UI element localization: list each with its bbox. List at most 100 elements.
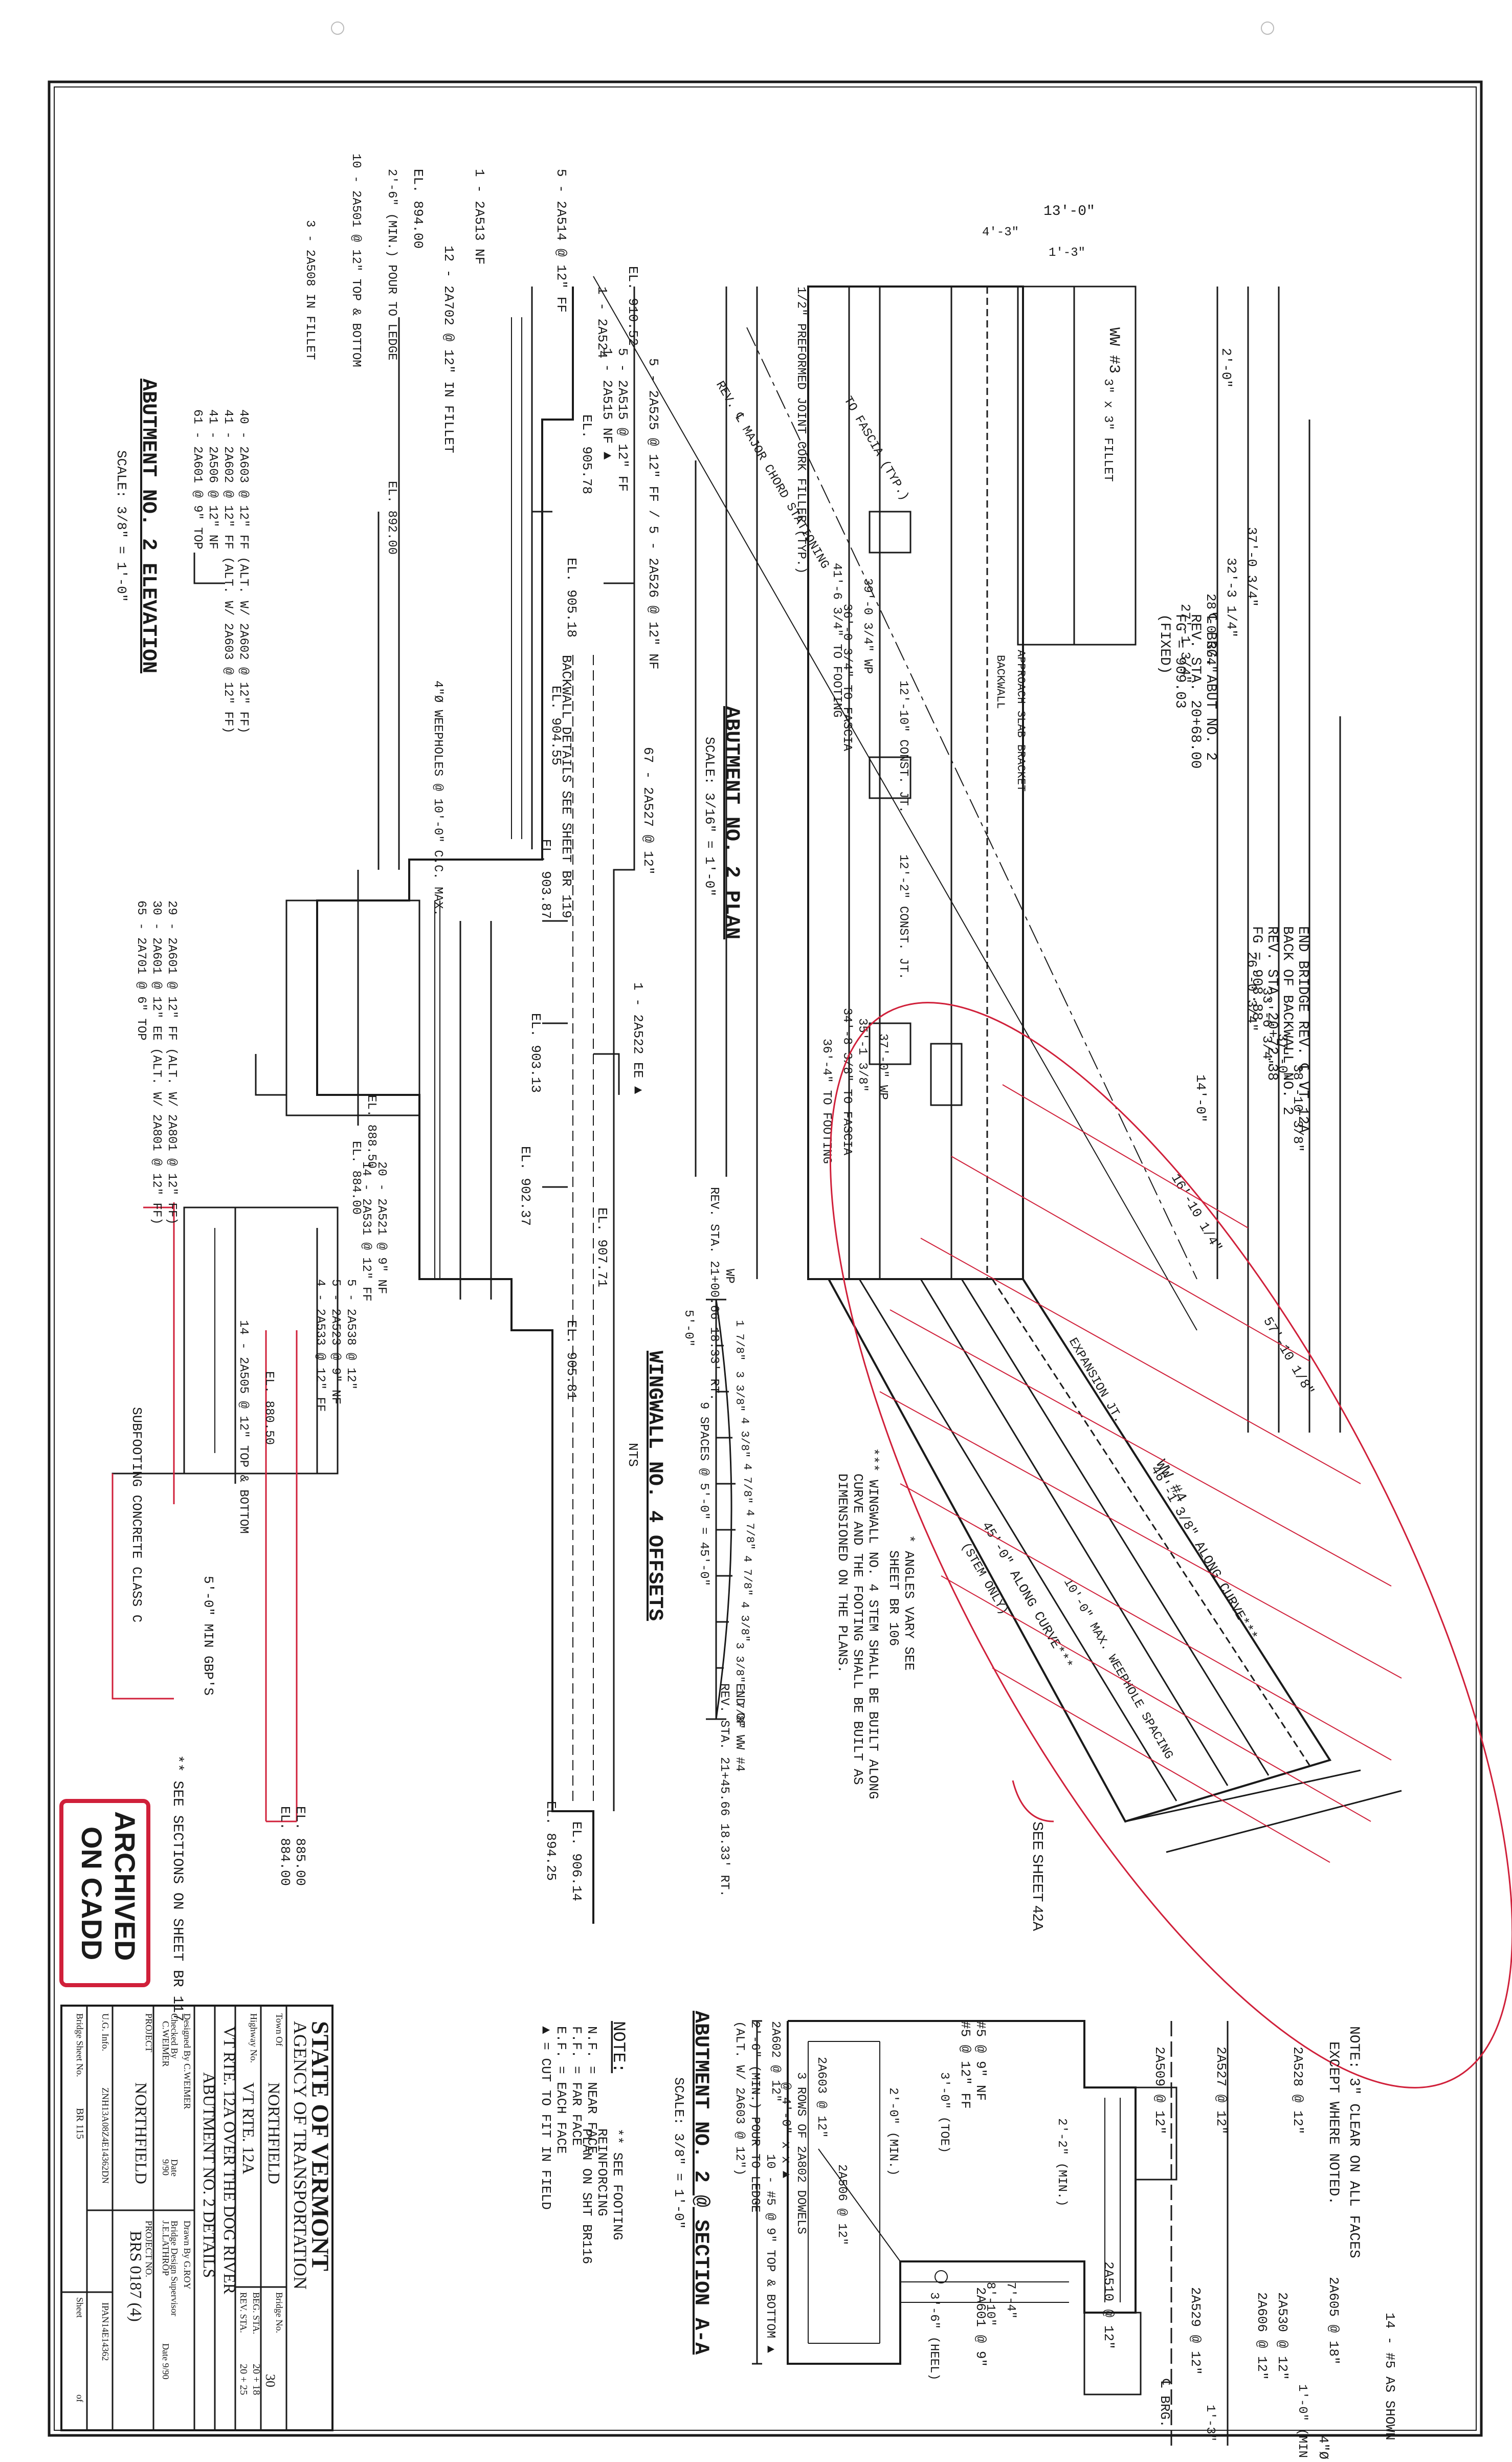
el-892: EL. 892.00 xyxy=(385,481,398,555)
rev-sta-label: REV. STA. 20+68.00 xyxy=(1187,614,1203,768)
beg-sta-value: 20 + 18 xyxy=(251,2364,262,2395)
el-880: EL. 880.50 xyxy=(262,1371,276,1445)
bar-2a601c: 61 - 2A601 @ 9" TOP xyxy=(190,409,204,549)
const-jt-12-2: 12'-2" CONST. JT. xyxy=(896,854,910,980)
bar-2a523: 5 - 2A523 @ 9" NF xyxy=(328,1279,342,1404)
dim-2-0: 2'-0" xyxy=(1218,348,1234,388)
bar-2a501: 10 - 2A501 @ 12" TOP & BOTTOM xyxy=(349,153,363,367)
sec-bars-10: 10 - #5 @ 9" TOP & BOTTOM ▲ xyxy=(763,2154,777,2353)
backwall-details: BACKWALL DETAILS SEE SHEET BR 119 xyxy=(559,655,574,918)
section-labels: 2A605 @ 18" 2A528 @ 12" 2A527 @ 12" 2A50… xyxy=(732,2021,1397,2462)
note-ff: F.F. = FAR FACE xyxy=(569,2026,584,2146)
sec-min-1-0: 1'-0" (MIN.) xyxy=(1295,2384,1309,2459)
dim-34-8: 34'-8 3/8" TO FASCIA xyxy=(840,1008,854,1156)
bar-2a702: 12 - 2A702 @ 12" IN FILLET xyxy=(441,246,456,453)
ww-notes: * ANGLES VARY SEE SHEET BR 106 *** WINGW… xyxy=(169,1448,917,2021)
spaces-label: 9 SPACES @ 5'-0" = 45'-0" xyxy=(697,1402,710,1586)
elevation-view xyxy=(112,287,635,1924)
angles-note1: * ANGLES VARY SEE xyxy=(901,1535,917,1670)
sheet-of: of xyxy=(75,2394,85,2402)
five-feet: 5'-0" xyxy=(681,1310,695,1347)
offsets-title: WINGWALL NO. 4 OFFSETS xyxy=(643,1351,666,1621)
fillet-label: 3" x 3" FILLET xyxy=(1101,379,1115,482)
weepholes: 4"Ø WEEPHOLES @ 10'-0" C.C. MAX. xyxy=(431,680,444,916)
offset-rev-sta-wp: REV. STA. 21+00.66 18.33' RT. xyxy=(707,1187,721,1401)
bar-2a509: 2A509 @ 12" xyxy=(1152,2047,1167,2135)
sec-pour: 2'-6" (MIN.) POUR TO LEDGE xyxy=(748,2021,762,2212)
bar-2a524: 1 - 2A524 xyxy=(594,287,610,358)
end-ww4: END OF WW #4 xyxy=(732,1683,746,1772)
ug-value: ZNH13A08Z4E14362DN xyxy=(100,2087,110,2184)
bar-2a530: 2A530 @ 12" xyxy=(1275,2292,1290,2380)
el-894-25: EL. 894.25 xyxy=(543,1801,559,1881)
checked-date: 9/90 xyxy=(161,2159,171,2175)
brg-abut-label: ℄ BRG. ABUT NO. 2 xyxy=(1203,613,1218,761)
bar-2a603-sec: 2A603 @ 12" xyxy=(814,2057,828,2138)
bar-2a526: 5 - 2A525 @ 12" FF / 5 - 2A526 @ 12" NF xyxy=(646,358,661,670)
bar-2a601: 29 - 2A601 @ 12" FF (ALT. W/ 2A801 @ 12"… xyxy=(165,900,179,1225)
bar-2a513: 1 - 2A513 NF xyxy=(472,169,487,265)
bridge-no-label: Bridge No. xyxy=(274,2292,284,2333)
offsets-view xyxy=(706,1299,736,1720)
bar-2a527: 2A527 @ 12" xyxy=(1213,2047,1229,2135)
backwall-label: BACKWALL xyxy=(994,655,1007,709)
bar-2a528: 2A528 @ 12" xyxy=(1290,2047,1305,2135)
dim-4-3: 4'-3" xyxy=(982,226,1019,239)
footing-note-1: ** SEE FOOTING xyxy=(610,2128,625,2240)
joint-filler: 1/2" PREFORMED JOINT CORK FILLER (TYP.) xyxy=(794,287,808,574)
note-ef: E.F. = EACH FACE xyxy=(553,2026,569,2154)
brg-label: ℄ BRG. xyxy=(1157,2379,1172,2428)
dim-28: 28'-0 3/4" xyxy=(1203,593,1218,673)
sec-dim-2-2: 2'-2" (MIN.) xyxy=(1055,2118,1069,2207)
fixed-label: (FIXED) xyxy=(1157,614,1172,674)
town-label: Town Of xyxy=(274,2013,284,2046)
project-no-value: BRS 0187 (4) xyxy=(127,2231,145,2322)
ug2-value: IPAN14E14362 xyxy=(100,2302,110,2361)
fg2-label: FG = 908.88 xyxy=(1249,926,1264,1021)
ug-label: U.G. Info. xyxy=(100,2013,110,2051)
offsets-labels: REV. STA. 21+00.66 18.33' RT. END OF WW … xyxy=(681,1187,756,1897)
el-904-55: EL. 904.55 xyxy=(548,686,564,765)
offset-7: 4 3/8" xyxy=(738,1601,751,1642)
checked-by: Checked By xyxy=(169,2013,180,2058)
ww-note2: CURVE AND THE FOOTING SHALL BE BUILT AS xyxy=(850,1474,865,1785)
offsets-scale: NTS xyxy=(625,1443,640,1467)
plan-labels: ℄ BRG. ABUT NO. 2 REV. STA. 20+68.00 FG … xyxy=(713,204,1317,1762)
bar-2a601b: 30 - 2A601 @ 12" EE (ALT. W/ 2A801 @ 12"… xyxy=(149,900,163,1225)
plan-view xyxy=(593,276,1402,1853)
elevation-labels: 1 - 2A524 5 - 2A515 @ 12" FF 1 - 2A515 N… xyxy=(129,153,661,1901)
bar-2a538: 5 - 2A538 @ 12" xyxy=(344,1279,358,1390)
rev-sta-tb-label: REV. STA. xyxy=(238,2292,249,2333)
sec-alt: (ALT. W/ 2A603 @ 12") xyxy=(732,2021,746,2175)
sheet-inner-border xyxy=(54,86,1477,2431)
end-bridge-label: END BRIDGE REV. ℄ VT 12A xyxy=(1295,926,1310,1133)
bar-2a602-sec: 2A602 @ 12" xyxy=(768,2021,782,2102)
offset-8: 3 3/8" xyxy=(733,1642,746,1683)
el-884: EL. 884.00 xyxy=(277,1806,293,1886)
el-907-71: EL. 907.71 xyxy=(594,1207,610,1287)
bar-2a506-sec: 2A506 @ 12" xyxy=(835,2164,849,2245)
el-910: EL. 910.52 xyxy=(625,266,640,346)
rev-sta-tb-value: 20 + 25 xyxy=(238,2364,249,2395)
elevation-title: ABUTMENT NO. 2 ELEVATION xyxy=(137,379,160,673)
dim-35: 35'-1 3/8" xyxy=(855,1018,869,1092)
bar-2a603: 40 - 2A603 @ 12" FF (ALT. W/ 2A602 @ 12"… xyxy=(236,409,250,734)
rev-sta2-label: REV. STA. 20+72.38 xyxy=(1264,926,1280,1081)
elevation-redlines xyxy=(112,1202,298,1822)
agency-title: AGENCY OF TRANSPORTATION xyxy=(290,2021,310,2290)
bar-2a533: 4 - 2A533 @ 12" FF xyxy=(313,1279,327,1412)
offset-4: 4 7/8" xyxy=(741,1463,753,1504)
dim-37b: 37'-0" xyxy=(1275,1034,1290,1082)
nf5-label: #5 @ 9" NF xyxy=(973,2021,988,2101)
const-jt-12-10: 12'-10" CONST. JT. xyxy=(896,680,910,813)
bar-2a515: 5 - 2A515 @ 12" FF xyxy=(615,348,630,492)
archived-stamp: ARCHIVED ON CADD xyxy=(59,1799,150,1987)
dim-1-3: 1'-3" xyxy=(1049,246,1085,260)
sec-dim-3-0: 3'-0" (TOE) xyxy=(937,2072,951,2153)
sheet-label: Sheet xyxy=(75,2297,85,2318)
dim-14: 14'-0" xyxy=(1193,1074,1208,1123)
dim-26: 26'-0 3/4" xyxy=(1244,952,1259,1031)
el-884b: EL. 884.00 xyxy=(349,1141,363,1215)
bar-2a531: 14 - 2A531 @ 12" FF xyxy=(359,1161,373,1302)
